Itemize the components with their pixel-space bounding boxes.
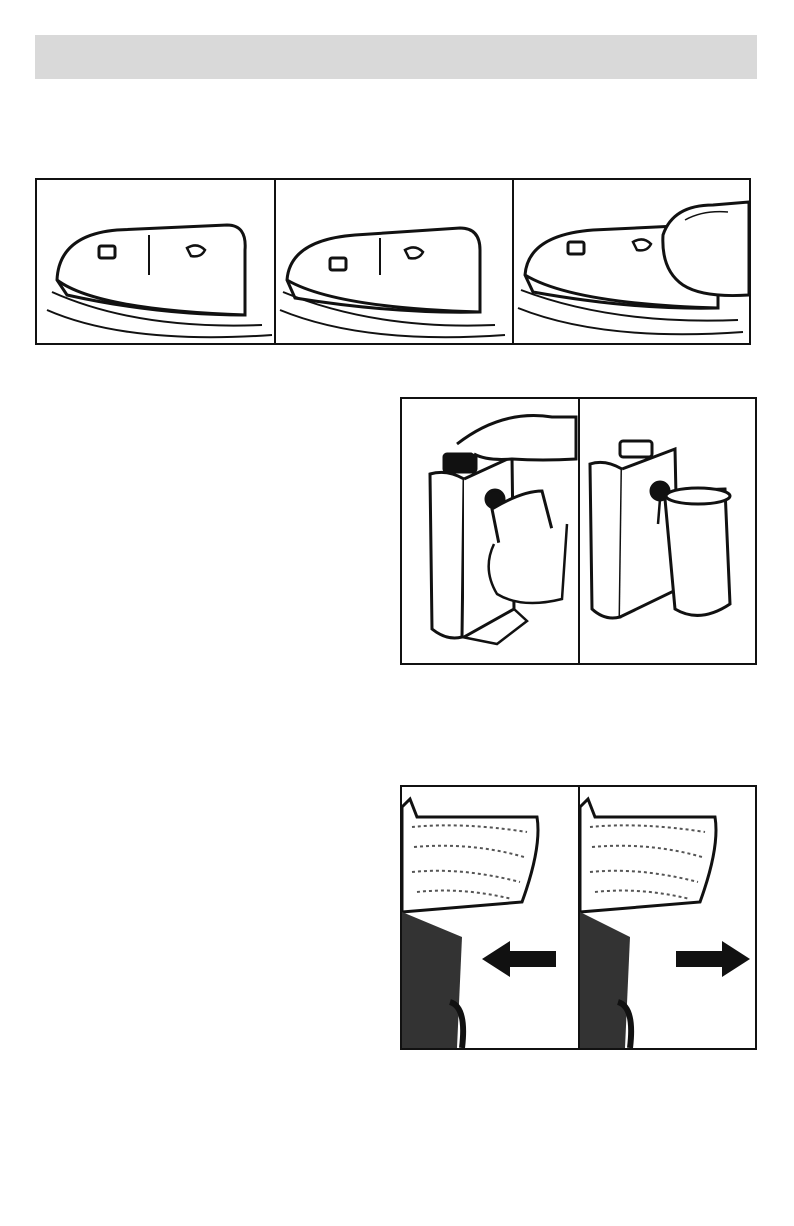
lid-panel-1 xyxy=(47,225,272,337)
arrow-left-icon xyxy=(482,941,556,977)
blade-right-arrow-panel xyxy=(580,799,750,1048)
opener-can-panel xyxy=(590,441,730,618)
blade-illustrations xyxy=(402,787,755,1048)
lid-panel-2 xyxy=(280,228,505,337)
blade-left-arrow-panel xyxy=(402,799,556,1048)
opener-hand-panel xyxy=(430,416,576,644)
header-bar xyxy=(35,35,757,79)
figure-lid-sequence xyxy=(35,178,751,345)
arrow-right-icon xyxy=(676,941,750,977)
figure-blade-detail xyxy=(400,785,757,1050)
figure-opener-use xyxy=(400,397,757,665)
opener-illustrations xyxy=(402,399,755,663)
lid-panel-3 xyxy=(518,202,749,334)
lid-illustrations xyxy=(37,180,749,343)
